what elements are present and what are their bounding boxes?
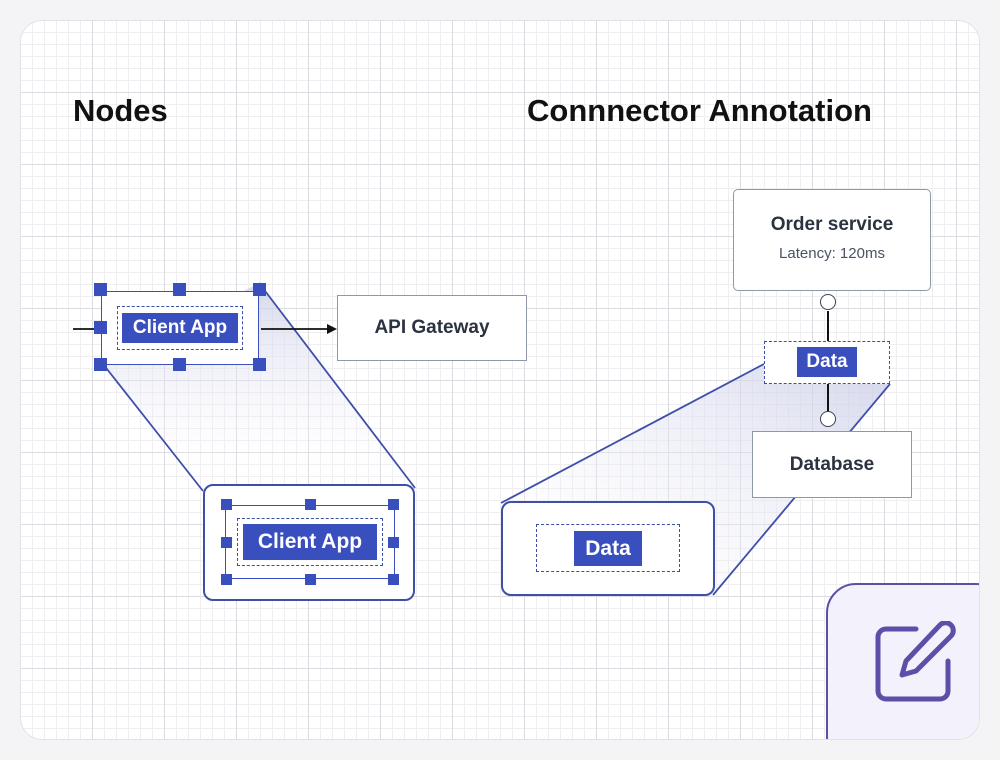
canvas[interactable]: Nodes Connnector Annotation — [20, 20, 980, 740]
resize-handle-top[interactable] — [173, 283, 186, 296]
resize-handle-bottom-left[interactable] — [94, 358, 107, 371]
zoom-handle-bottom-right — [388, 574, 399, 585]
edit-button[interactable] — [826, 583, 979, 739]
order-service-node[interactable]: Order service Latency: 120ms — [733, 189, 931, 291]
client-app-label[interactable]: Client App — [122, 313, 238, 343]
zoom-handle-top-right — [388, 499, 399, 510]
zoom-handle-bottom-left — [221, 574, 232, 585]
connector-annotation-heading: Connnector Annotation — [527, 93, 872, 128]
order-service-title: Order service — [770, 214, 894, 235]
annotation-zoom-label: Data — [574, 531, 642, 566]
zoom-handle-top-left — [221, 499, 232, 510]
resize-handle-left[interactable] — [94, 321, 107, 334]
zoom-handle-top — [305, 499, 316, 510]
resize-handle-bottom-right[interactable] — [253, 358, 266, 371]
edit-icon — [875, 621, 956, 702]
client-app-zoom-label: Client App — [243, 524, 377, 560]
api-gateway-node[interactable]: API Gateway — [337, 295, 527, 361]
connector-port-target[interactable] — [820, 411, 836, 427]
resize-handle-top-right[interactable] — [253, 283, 266, 296]
database-node[interactable]: Database — [752, 431, 912, 498]
connector-annotation-label[interactable]: Data — [797, 347, 857, 377]
zoom-handle-left — [221, 537, 232, 548]
database-label: Database — [789, 453, 875, 475]
zoom-line-left-a — [102, 363, 204, 492]
arrowhead-gateway — [327, 324, 337, 334]
order-service-latency: Latency: 120ms — [779, 245, 885, 262]
zoom-line-right-a — [500, 363, 765, 504]
api-gateway-label: API Gateway — [374, 317, 490, 338]
zoom-line-left-b — [258, 282, 416, 489]
resize-handle-top-left[interactable] — [94, 283, 107, 296]
nodes-heading: Nodes — [73, 93, 168, 128]
zoom-handle-bottom — [305, 574, 316, 585]
resize-handle-bottom[interactable] — [173, 358, 186, 371]
connector-port-source[interactable] — [820, 294, 836, 310]
zoom-handle-right — [388, 537, 399, 548]
